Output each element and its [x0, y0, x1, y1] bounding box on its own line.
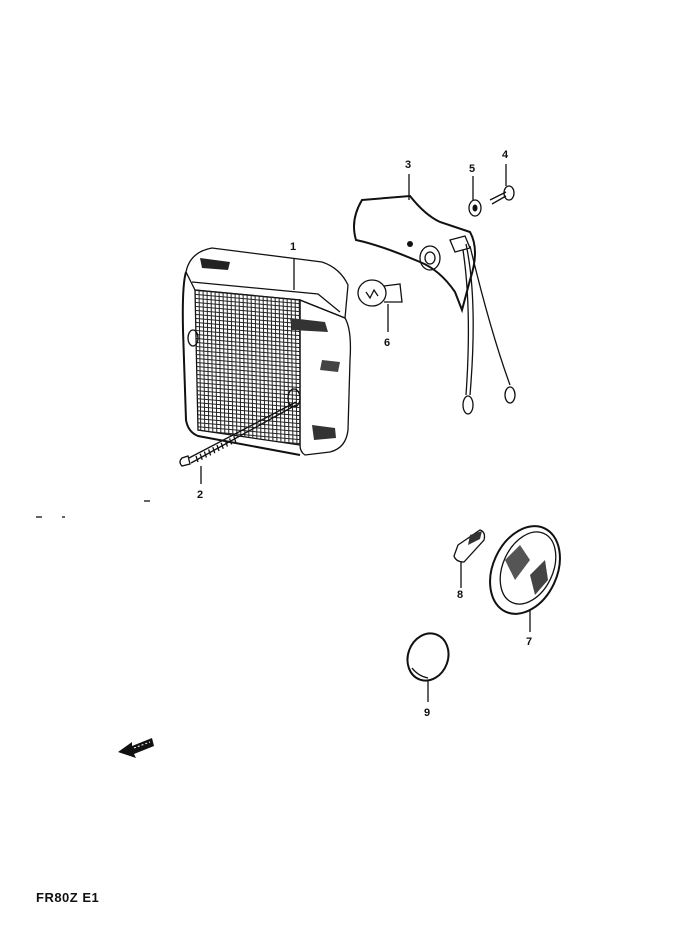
screw-thread [212, 446, 216, 454]
lens-grid-line [195, 345, 300, 357]
lens-grid-line [195, 297, 300, 309]
lens-grid-line [238, 290, 242, 445]
lens-grid-line [195, 341, 300, 353]
reflector-plate [453, 529, 486, 563]
lens-grid-line [195, 325, 300, 337]
label-5: 5 [469, 163, 475, 175]
lens-grid-line [195, 301, 300, 313]
lens-grid-line [195, 369, 300, 381]
lens-grid-line [230, 290, 234, 445]
lens-grid-line [195, 313, 300, 325]
lens-grid-line [195, 425, 300, 437]
lens-grid-line [195, 317, 300, 329]
label-1: 1 [290, 241, 296, 253]
lens-grid-line [286, 290, 290, 445]
lens-grid-line [195, 321, 300, 333]
lens-grid-line [298, 290, 300, 445]
lens-grid-line [278, 290, 282, 445]
screw-thread [224, 440, 229, 447]
lens-grid-line [195, 373, 300, 385]
screw-thread [207, 449, 212, 456]
lens-grid-line [195, 337, 300, 349]
label-2: 2 [197, 489, 203, 501]
label-4: 4 [502, 149, 509, 161]
lens-grid-line [195, 417, 300, 429]
lens-grid-line [195, 393, 300, 405]
lens-grid-line [290, 290, 294, 445]
lens-grid-line [195, 405, 300, 417]
tail-light-lens [181, 247, 352, 456]
bulb [357, 279, 403, 307]
lens-grid-line [195, 377, 300, 389]
lens-grid-line [195, 385, 300, 397]
screw-thread [228, 438, 233, 445]
leader-lines [200, 164, 531, 702]
label-6: 6 [384, 337, 390, 349]
lens-grid-line [195, 349, 300, 361]
lens-grid-line [195, 365, 300, 377]
lens-grid-line [195, 293, 300, 305]
screw-thread [220, 442, 224, 450]
nut [468, 199, 482, 217]
screw-thread [233, 435, 237, 443]
lens-grid-line [195, 333, 300, 345]
part-labels: 1 2 3 4 5 6 7 8 9 [197, 149, 532, 719]
lens-grid-line [195, 361, 300, 373]
lens-grid-line [274, 290, 278, 445]
lens-grid-line [195, 309, 300, 321]
label-8: 8 [457, 589, 463, 601]
lens-grid-line [218, 290, 222, 445]
screw-thread [203, 451, 208, 458]
reflector-round [489, 525, 561, 615]
lens-grid-line [270, 290, 274, 445]
cap [406, 632, 450, 682]
screw-thread [216, 444, 220, 452]
screw-thread [195, 455, 199, 463]
label-3: 3 [405, 159, 411, 171]
lens-grid-line [195, 409, 300, 421]
lens-grid-line [195, 353, 300, 365]
screw-thread [199, 453, 203, 461]
lens-grid-line [195, 389, 300, 401]
lens-grid-line [262, 290, 266, 445]
lens-grid-line [195, 305, 300, 317]
screw-short [489, 185, 515, 205]
lens-grid-line [195, 381, 300, 393]
lens-grid-line [195, 329, 300, 341]
socket-bracket [353, 194, 516, 415]
screw-long [179, 401, 297, 467]
label-9: 9 [424, 707, 430, 719]
diagram-code: FR80Z E1 [36, 890, 99, 905]
lens-grid-line [214, 290, 218, 445]
front-arrow-icon [118, 738, 154, 758]
lens-grid-line [195, 413, 300, 425]
lens-grid-line [226, 290, 230, 445]
label-7: 7 [526, 636, 532, 648]
lens-grid-line [195, 397, 300, 409]
lens-grid-line [198, 290, 202, 445]
lens-grid-line [195, 357, 300, 369]
lens-grid-line [242, 290, 246, 445]
